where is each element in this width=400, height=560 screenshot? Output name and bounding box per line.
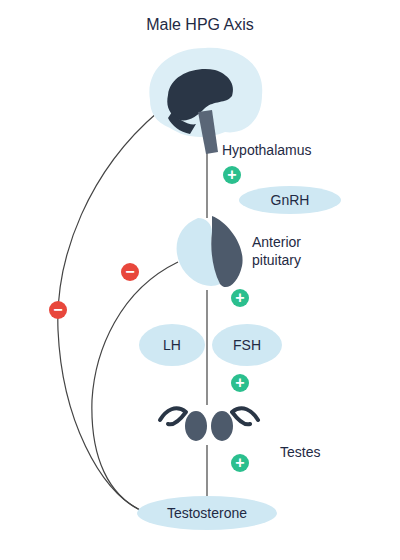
feedback-line bbox=[92, 262, 178, 510]
axis-line bbox=[206, 290, 207, 405]
diagram-title: Male HPG Axis bbox=[0, 16, 400, 34]
inhibit-sign: − bbox=[121, 263, 139, 281]
node-text: FSH bbox=[233, 337, 261, 353]
hormone-ellipse: GnRH bbox=[239, 186, 341, 214]
axis-line bbox=[206, 445, 207, 496]
stimulate-sign: + bbox=[223, 166, 241, 184]
testis-duct bbox=[232, 408, 258, 424]
organ-label: Anterior pituitary bbox=[252, 233, 342, 269]
brain-stem bbox=[198, 110, 218, 154]
inhibit-sign: − bbox=[49, 301, 67, 319]
stimulate-sign: + bbox=[231, 289, 249, 307]
testis bbox=[211, 411, 233, 441]
hormone-ellipse: FSH bbox=[212, 324, 282, 366]
pituitary-gland bbox=[211, 216, 242, 287]
feedback-line bbox=[58, 112, 158, 510]
node-text: LH bbox=[163, 337, 181, 353]
hormone-ellipse: Testosterone bbox=[137, 496, 277, 530]
organ-label: Hypothalamus bbox=[222, 141, 332, 159]
stimulate-sign: + bbox=[231, 374, 249, 392]
axis-line bbox=[206, 150, 207, 218]
testis-duct bbox=[160, 408, 186, 424]
testis bbox=[185, 411, 207, 441]
hormone-ellipse: LH bbox=[139, 324, 205, 366]
organ-label: Testes bbox=[280, 443, 360, 461]
stimulate-sign: + bbox=[231, 454, 249, 472]
node-text: GnRH bbox=[271, 192, 310, 208]
brain-section bbox=[168, 112, 196, 134]
node-text: Testosterone bbox=[167, 505, 247, 521]
